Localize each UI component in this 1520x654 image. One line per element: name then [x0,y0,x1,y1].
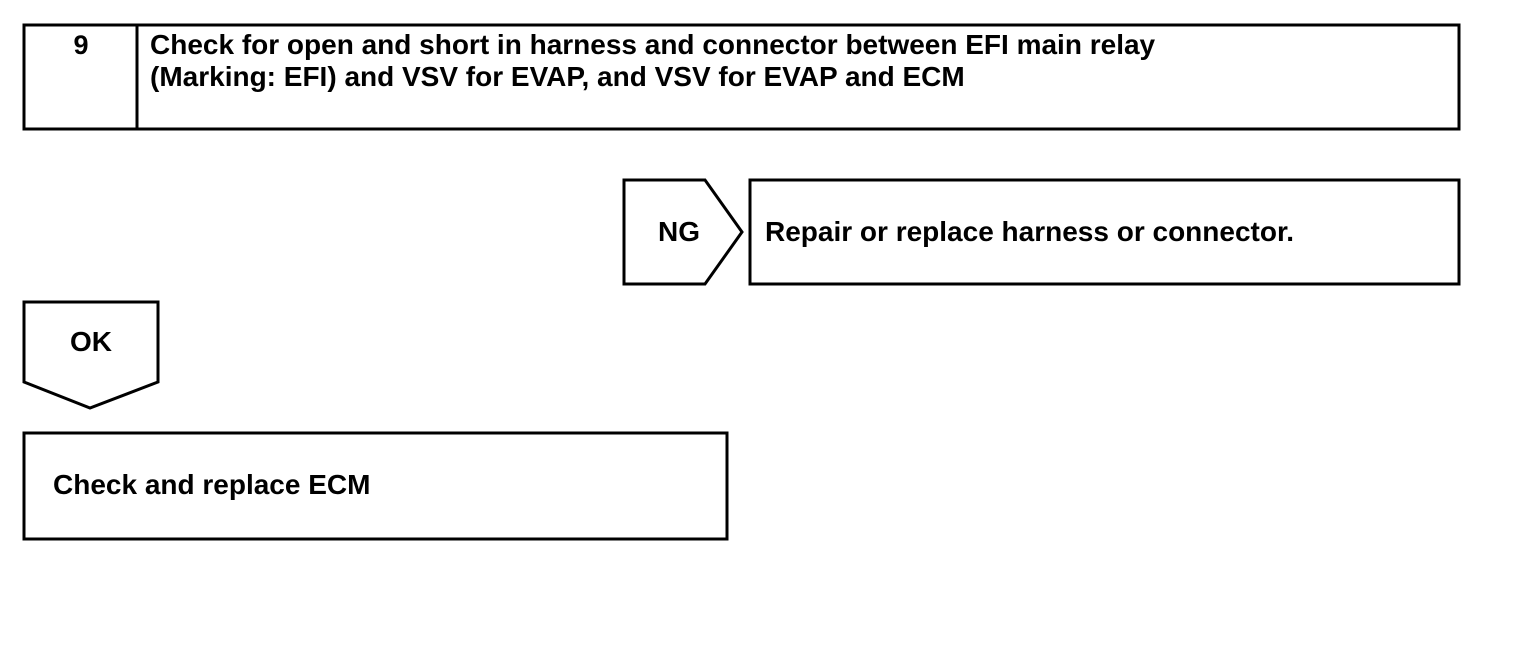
ok-label: OK [70,326,112,357]
step-title: Check for open and short in harness and … [150,29,1155,93]
ok-action-box [22,431,729,541]
ng-arrow-tab [622,178,744,286]
ng-label: NG [658,216,700,247]
step-title-line-2: (Marking: EFI) and VSV for EVAP, and VSV… [150,61,965,92]
ng-action-text: Repair or replace harness or connector. [765,216,1295,247]
step-title-line-1: Check for open and short in harness and … [150,29,1156,60]
step-number: 9 [73,30,89,60]
step-box [22,23,1461,131]
ok-arrow-tab [22,300,160,410]
ng-action-box [748,178,1461,286]
ok-action-text: Check and replace ECM [53,469,371,500]
